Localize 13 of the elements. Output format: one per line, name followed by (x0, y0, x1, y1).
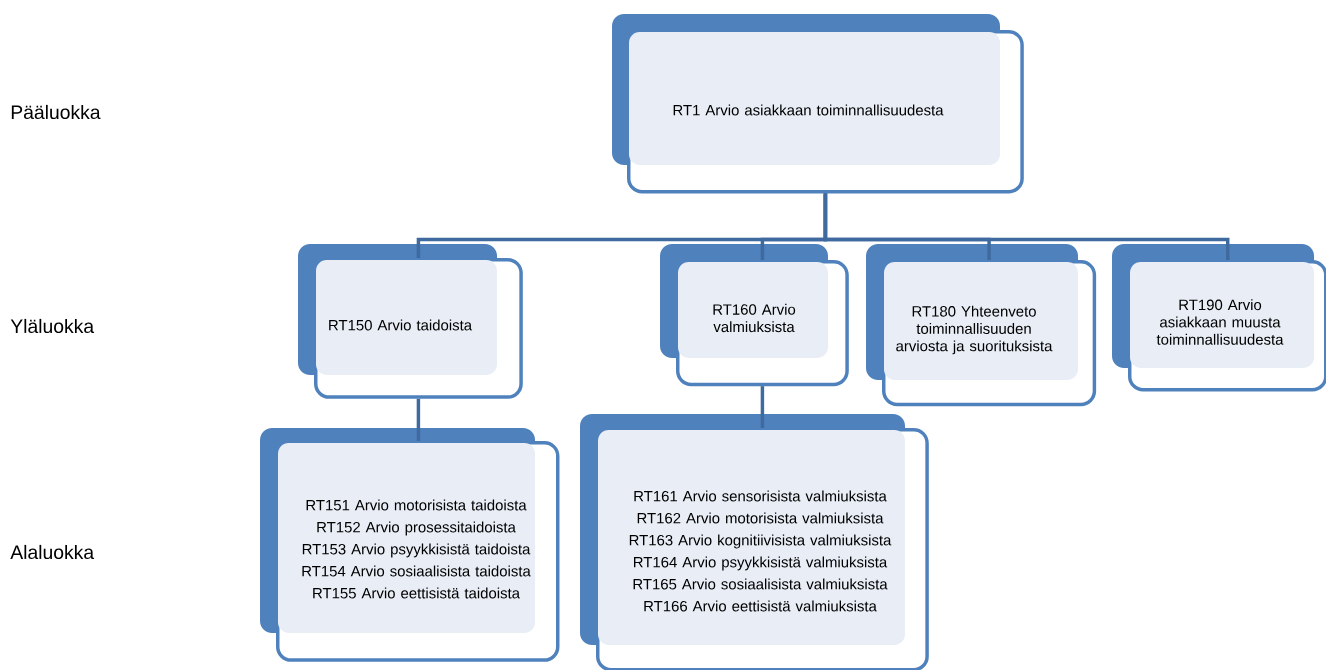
chart-box: RT160 Arvio valmiuksista (660, 244, 849, 387)
chart-box: RT180 Yhteenveto toiminnallisuuden arviosta ja suorituksista (866, 244, 1097, 407)
chart-box: RT1 Arvio asiakkaan toiminnallisuudesta (612, 14, 1024, 194)
connector-line (416, 398, 421, 441)
level-label: Pääluokka (11, 104, 101, 120)
chart-box: RT161 Arvio sensorisista valmiuksista RT162 Arvio motorisista valmiuksista RT163 Arvio kognitiivisista valmiuksista RT164 Arvio psyykkisistä valmiuksista RT165 Arvio sosiaalisista valmiuksista RT166 Arvio eettisistä valmiuksista (580, 414, 929, 670)
connector-line (823, 193, 1230, 260)
level-label: Alaluokka (10, 544, 95, 560)
connector-line (760, 386, 765, 428)
chart-box: RT150 Arvio taidoista (298, 244, 523, 399)
chart-box: RT151 Arvio motorisista taidoista RT152 Arvio prosessitaidoista RT153 Arvio psyykkisistä taidoista RT154 Arvio sosiaalisista taidoista RT155 Arvio eettisistä taidoista (260, 428, 560, 662)
chart-box: RT190 Arvio asiakkaan muusta toiminnallisuudesta (1112, 244, 1326, 392)
level-label: Yläluokka (10, 318, 95, 334)
